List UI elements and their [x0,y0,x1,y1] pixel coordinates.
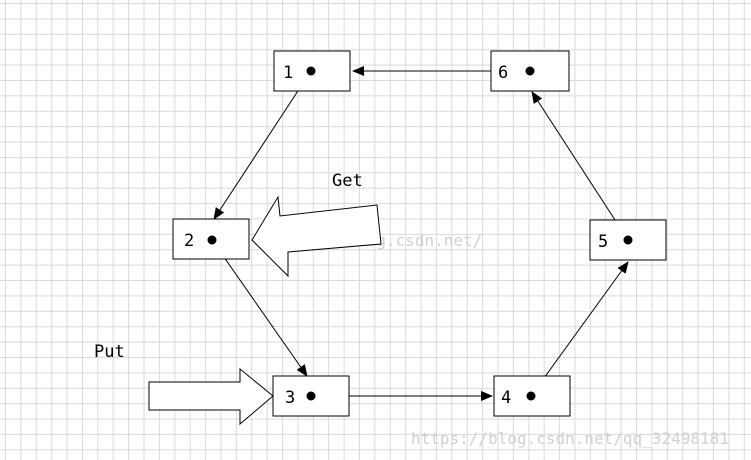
watermark-corner: https://blog.csdn.net/qq_32498181 [411,429,729,448]
put-caption: Put [94,342,125,362]
node-1: 1 [273,50,351,92]
node-5-box [589,219,667,261]
edge-2-to-3 [211,239,308,377]
node-4-pointer-dot [526,391,536,401]
node-4-box [493,375,571,417]
put-block-arrow [148,367,274,426]
get-block-arrow [251,195,382,278]
node-2: 2 [172,218,250,260]
node-3-label: 3 [285,388,295,408]
node-6-label: 6 [498,63,508,83]
node-4: 4 [493,375,571,417]
edge-4-to-5 [530,261,629,397]
node-6: 6 [490,50,570,92]
node-5: 5 [589,219,667,261]
edge-5-to-6 [531,91,629,241]
get-caption: Get [332,171,363,191]
node-6-box [490,50,570,92]
node-6-pointer-dot [525,66,535,76]
node-5-label: 5 [598,232,608,252]
node-2-label: 2 [184,231,194,251]
node-3: 3 [272,375,350,417]
node-4-label: 4 [501,388,511,408]
node-2-pointer-dot [207,235,217,245]
node-1-label: 1 [283,63,293,83]
edge-1-to-2 [213,70,312,220]
node-3-pointer-dot [306,391,316,401]
node-1-pointer-dot [306,66,316,76]
node-5-pointer-dot [623,235,633,245]
